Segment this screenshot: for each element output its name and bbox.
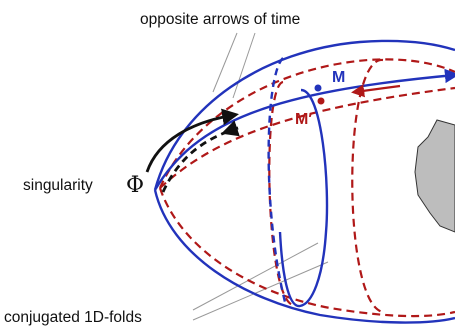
- point-m-prime-dot: [317, 97, 325, 105]
- leader-line-bottom-2: [192, 261, 329, 321]
- red-direction-arrow: [351, 84, 401, 98]
- top-annotation: opposite arrows of time: [140, 11, 300, 28]
- point-m-label: M: [332, 69, 345, 86]
- leader-line-top-1: [212, 32, 238, 93]
- point-m-prime-label: M′: [295, 111, 312, 128]
- singularity-label: singularity: [23, 177, 93, 194]
- leader-line-bottom-1: [192, 242, 319, 311]
- red-middle-line: [159, 86, 455, 189]
- red-conjugate-surface: [158, 58, 455, 318]
- point-m-dot: [314, 84, 322, 92]
- blue-middle-line: [153, 68, 455, 191]
- blue-back-dashed-ellipse: [267, 57, 287, 303]
- red-outer-lower: [158, 187, 455, 318]
- red-back-ellipse: [351, 58, 384, 314]
- black-arrow-solid: [145, 108, 239, 173]
- singularity-symbol: Φ: [126, 173, 144, 198]
- leader-line-top-2: [232, 32, 256, 99]
- leader-lines: [192, 32, 329, 321]
- blue-surface: [153, 39, 455, 324]
- inner-blob: [414, 119, 455, 233]
- bottom-annotation: conjugated 1D-folds: [4, 309, 142, 326]
- red-mid-ellipse: [268, 80, 294, 307]
- red-outer-upper: [158, 58, 455, 189]
- blue-front-ellipse: [278, 88, 329, 308]
- blue-outer-lower: [153, 189, 455, 324]
- black-arrow-dashed-head: [221, 120, 240, 137]
